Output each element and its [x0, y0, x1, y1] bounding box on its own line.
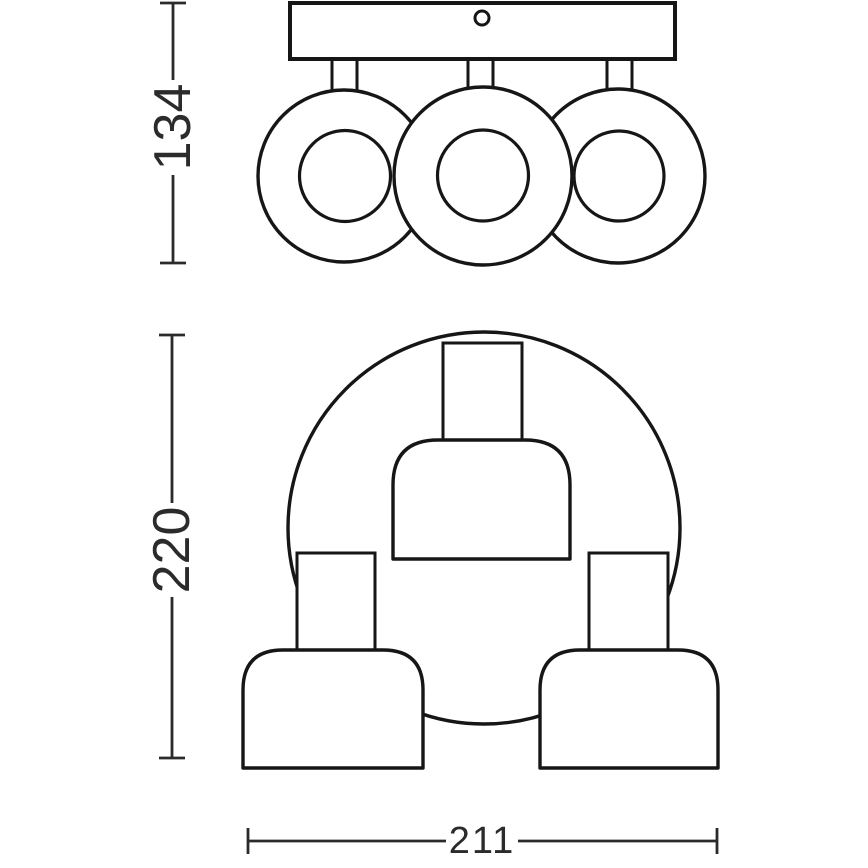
dimension-top-view-height: 134: [144, 1, 202, 265]
front-view-head-right: [538, 648, 720, 770]
mounting-bar: [288, 1, 677, 61]
front-view-stem-right: [587, 551, 670, 653]
dim-220-label: 220: [143, 507, 201, 594]
spot-center-outer-ring: [392, 85, 574, 267]
spot-left-inner-ring: [297, 128, 393, 224]
mounting-hole: [473, 9, 491, 27]
spot-right-inner-ring: [572, 129, 666, 223]
front-view-stem-top: [441, 341, 524, 444]
top-view-spot-center: [392, 85, 574, 267]
front-view: [241, 330, 720, 770]
front-view-head-left: [241, 648, 425, 770]
dimension-front-view-height: 220: [143, 333, 201, 760]
top-view: [256, 1, 707, 267]
dimension-front-view-width: 211: [246, 820, 719, 862]
dim-211-label: 211: [449, 820, 516, 862]
dim-134-label: 134: [144, 84, 202, 171]
front-view-head-top: [391, 438, 572, 561]
spot-center-inner-ring: [435, 128, 531, 223]
front-view-stem-left: [295, 551, 377, 653]
